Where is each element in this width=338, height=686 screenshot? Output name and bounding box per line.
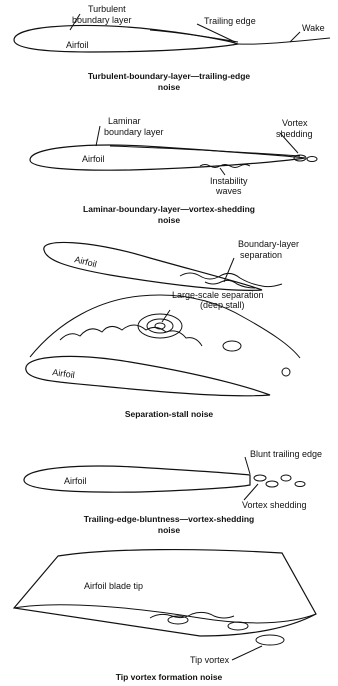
caption-line-1: Turbulent-boundary-layer—trailing-edge (88, 71, 251, 81)
vortex-label: Vortex (282, 118, 308, 128)
bl-separation-label: Boundary-layer (238, 239, 299, 249)
vortex-shape (223, 341, 241, 351)
leader-line (290, 32, 300, 42)
wake-line (238, 38, 330, 44)
caption-line-1: Trailing-edge-bluntness—vortex-shedding (84, 514, 255, 524)
separation-label: separation (240, 250, 282, 260)
caption-line-2: noise (158, 82, 180, 92)
airfoil-shape (44, 242, 262, 290)
airfoil-label: Airfoil (82, 154, 105, 164)
vortex-shape (282, 368, 290, 376)
caption-line-1: Tip vortex formation noise (116, 672, 223, 682)
airfoil-label: Airfoil (66, 40, 89, 50)
vortex-shape (295, 482, 305, 487)
boundary-layer-label: boundary layer (72, 15, 132, 25)
leader-line (220, 168, 225, 175)
leader-line (224, 258, 234, 282)
wake-label: Wake (302, 23, 325, 33)
panel-tip-vortex: Airfoil blade tip Tip vortex Tip vortex … (14, 550, 316, 682)
boundary-layer-label: boundary layer (104, 127, 164, 137)
airfoil-label: Airfoil (64, 476, 87, 486)
leader-line (244, 484, 258, 500)
leader-line (96, 126, 100, 146)
caption-line-2: noise (158, 525, 180, 535)
panel-separation: Airfoil Boundary-layer separation Airfoi… (26, 239, 300, 419)
shedding-label: shedding (276, 129, 313, 139)
airfoil-shape (30, 145, 305, 170)
large-scale-separation-label: Large-scale separation (172, 290, 264, 300)
vortex-shape (266, 481, 278, 487)
blunt-trailing-edge-label: Blunt trailing edge (250, 449, 322, 459)
caption-line-1: Separation-stall noise (125, 409, 214, 419)
panel-bluntness: Airfoil Blunt trailing edge Vortex shedd… (24, 449, 322, 535)
vortex-shape (254, 475, 266, 481)
airfoil-shape (14, 25, 238, 52)
instability-label: Instability (210, 176, 248, 186)
panel-laminar: Airfoil Laminar boundary layer Vortex sh… (30, 116, 317, 225)
vortex-shape (147, 319, 173, 333)
tip-vortex-label: Tip vortex (190, 655, 230, 665)
vortex-shape (281, 475, 291, 481)
airfoil-shape (24, 466, 250, 492)
waves-label: waves (215, 186, 242, 196)
panel-turbulent: Airfoil Turbulent boundary layer Trailin… (14, 4, 330, 92)
leader-line (245, 457, 250, 474)
vortex-shedding-label: Vortex shedding (242, 500, 307, 510)
deep-stall-label: (deep stall) (200, 300, 245, 310)
vortex-shape (256, 635, 284, 645)
trailing-edge-label: Trailing edge (204, 16, 256, 26)
vortex-shape (138, 314, 182, 338)
turbulent-label: Turbulent (88, 4, 126, 14)
leader-line (232, 646, 262, 660)
vortex-shape (307, 157, 317, 162)
caption-line-1: Laminar-boundary-layer—vortex-shedding (83, 204, 255, 214)
caption-line-2: noise (158, 215, 180, 225)
laminar-label: Laminar (108, 116, 141, 126)
blade-tip-label: Airfoil blade tip (84, 581, 143, 591)
